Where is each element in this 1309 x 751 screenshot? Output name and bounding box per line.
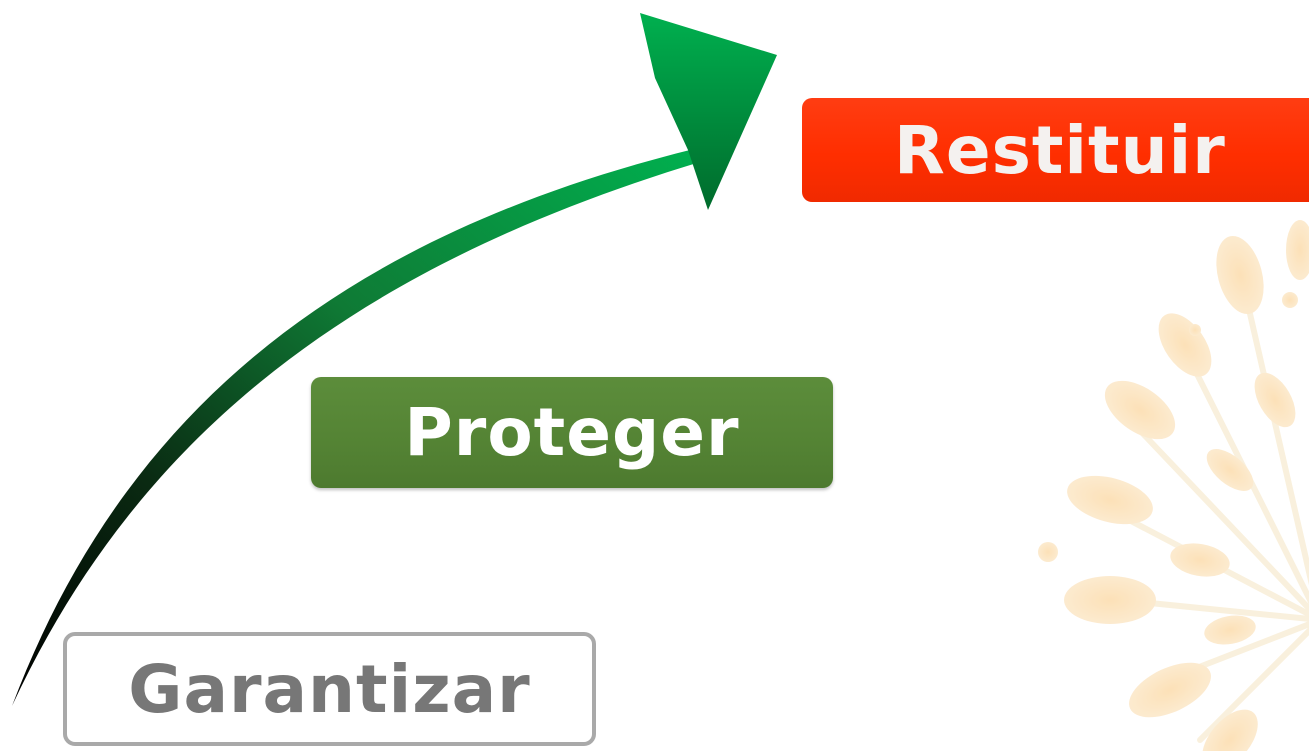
step-proteger: Proteger — [311, 377, 833, 488]
step-proteger-label: Proteger — [404, 394, 740, 471]
step-restituir: Restituir — [802, 98, 1309, 202]
step-garantizar: Garantizar — [63, 632, 596, 746]
step-restituir-label: Restituir — [894, 111, 1226, 189]
curved-up-arrow-icon — [12, 13, 777, 706]
starburst-ornament-icon — [1038, 220, 1309, 751]
step-garantizar-label: Garantizar — [128, 650, 531, 728]
